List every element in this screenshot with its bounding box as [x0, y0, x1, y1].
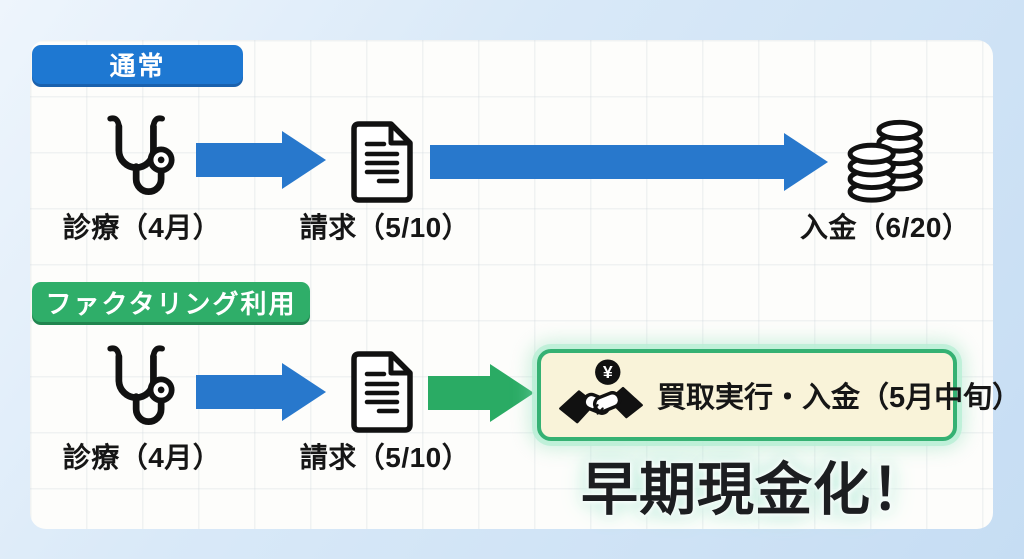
arrow-shaft	[196, 143, 282, 177]
arrow-shaft	[196, 375, 282, 409]
document-icon	[346, 349, 418, 433]
flow-arrow-icon	[196, 131, 326, 189]
normal-step-1-label: 診療（4月）	[62, 212, 222, 243]
payout-label: 買取実行・入金（5月中旬）	[657, 382, 1022, 414]
document-icon	[346, 119, 418, 203]
factoring-step-2-label: 請求（5/10）	[299, 442, 471, 473]
normal-step-2-label: 請求（5/10）	[299, 212, 471, 243]
normal-section-badge: 通常	[32, 45, 243, 84]
flow-arrow-icon	[196, 363, 326, 421]
stethoscope-icon	[92, 340, 188, 436]
arrow-head	[282, 131, 326, 189]
normal-section-badge-label: 通常	[109, 51, 166, 81]
arrow-shaft	[428, 376, 490, 410]
handshake-yen-icon: ¥	[557, 357, 645, 433]
canvas-card	[30, 40, 993, 529]
flow-arrow-icon	[430, 133, 828, 191]
flow-arrow-icon	[428, 364, 534, 422]
early-cash-highlight: 早期現金化！	[581, 458, 929, 522]
coins-icon	[842, 116, 932, 206]
arrow-head	[784, 133, 828, 191]
normal-step-3-label: 入金（6/20）	[800, 212, 971, 243]
payout-box: ¥ 買取実行・入金（5月中旬）	[537, 349, 1021, 441]
arrow-head	[490, 364, 534, 422]
arrow-head	[282, 363, 326, 421]
arrow-shaft	[430, 145, 784, 179]
yen-symbol: ¥	[603, 362, 613, 382]
factoring-section-badge: ファクタリング利用	[32, 282, 310, 322]
factoring-step-1-label: 診療（4月）	[62, 442, 222, 473]
factoring-section-badge-label: ファクタリング利用	[45, 288, 297, 319]
stethoscope-icon	[92, 110, 188, 206]
